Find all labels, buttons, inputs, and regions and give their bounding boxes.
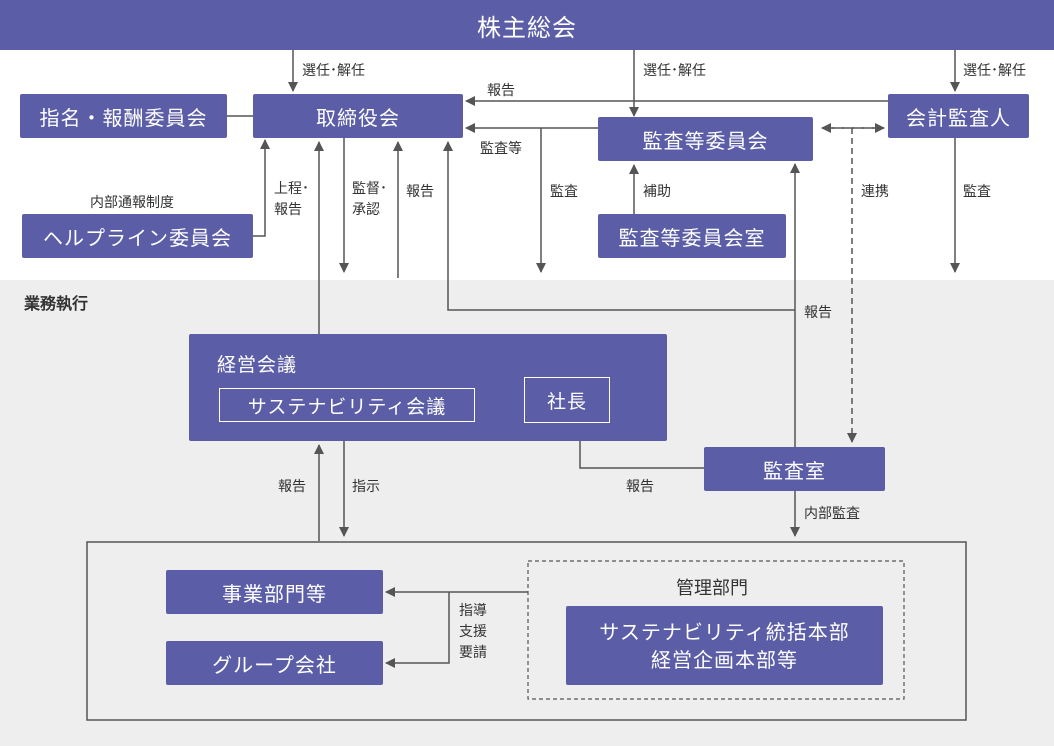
board-box: 取締役会 — [253, 94, 463, 138]
audit-office-label: 監査室 — [763, 458, 826, 483]
whistleblowing-label: 内部通報制度 — [90, 195, 174, 211]
audit-committee-office-box: 監査等委員会室 — [598, 214, 786, 258]
nomination-committee-box: 指名・報酬委員会 — [20, 94, 227, 138]
assist-label: 補助 — [643, 184, 671, 200]
guidance-label: 指導 支援 要請 — [459, 601, 487, 664]
elect-dismiss-label-1: 選任･解任 — [302, 63, 365, 79]
report-up-line1: 上程･ — [274, 181, 309, 197]
supervise-line2: 承認 — [352, 202, 380, 218]
report-label-audit-office: 報告 — [804, 305, 832, 321]
president-label: 社長 — [546, 390, 587, 413]
management-meeting-box: 経営会議 サステナビリティ会議 社長 — [189, 334, 667, 441]
sustainability-meeting-box: サステナビリティ会議 — [219, 388, 475, 422]
audit-etc-label: 監査等 — [480, 141, 522, 157]
audit-label-auditor: 監査 — [963, 184, 991, 200]
shareholders-meeting-label: 株主総会 — [477, 13, 577, 42]
accounting-auditor-box: 会計監査人 — [888, 94, 1029, 138]
business-divisions-label: 事業部門等 — [222, 581, 327, 606]
cooperation-label: 連携 — [861, 184, 889, 200]
sustainability-hq-box: サステナビリティ統括本部 経営企画本部等 — [566, 606, 883, 685]
audit-label-committee: 監査 — [550, 184, 578, 200]
supervise-label: 監督･ 承認 — [352, 179, 387, 221]
sustainability-meeting-label: サステナビリティ会議 — [247, 395, 447, 418]
admin-divisions-label: 管理部門 — [676, 578, 748, 599]
guidance-line3: 要請 — [459, 645, 487, 661]
internal-audit-label: 内部監査 — [804, 506, 860, 522]
president-box: 社長 — [524, 377, 610, 423]
report-label-mgmt: 報告 — [278, 479, 306, 495]
report-label-president: 報告 — [626, 479, 654, 495]
business-execution-heading: 業務執行 — [24, 294, 89, 313]
elect-dismiss-label-3: 選任･解任 — [963, 63, 1026, 79]
sustainability-hq-line1: サステナビリティ統括本部 — [599, 619, 850, 644]
audit-committee-box: 監査等委員会 — [598, 117, 813, 161]
audit-office-box: 監査室 — [704, 447, 885, 491]
report-up-label: 上程･ 報告 — [274, 179, 309, 221]
elect-dismiss-label-2: 選任･解任 — [643, 63, 706, 79]
board-label: 取締役会 — [316, 105, 400, 130]
guidance-line2: 支援 — [459, 624, 487, 640]
group-companies-label: グループ会社 — [212, 652, 337, 677]
helpline-committee-label: ヘルプライン委員会 — [43, 225, 232, 250]
guidance-line1: 指導 — [459, 603, 487, 619]
audit-committee-office-label: 監査等委員会室 — [618, 225, 766, 250]
nomination-committee-label: 指名・報酬委員会 — [39, 105, 208, 130]
instruct-label: 指示 — [352, 479, 380, 495]
supervise-line1: 監督･ — [352, 181, 387, 197]
report-up-line2: 報告 — [274, 202, 302, 218]
accounting-auditor-label: 会計監査人 — [906, 105, 1011, 130]
group-companies-box: グループ会社 — [166, 641, 383, 685]
report-label-auditor: 報告 — [487, 83, 515, 99]
management-meeting-label: 経営会議 — [217, 354, 298, 376]
helpline-committee-box: ヘルプライン委員会 — [22, 214, 253, 258]
shareholders-meeting-box: 株主総会 — [0, 0, 1054, 50]
audit-committee-label: 監査等委員会 — [642, 128, 769, 153]
sustainability-hq-line2: 経営企画本部等 — [651, 647, 798, 672]
business-divisions-box: 事業部門等 — [166, 570, 383, 614]
report-label-board: 報告 — [406, 184, 434, 200]
